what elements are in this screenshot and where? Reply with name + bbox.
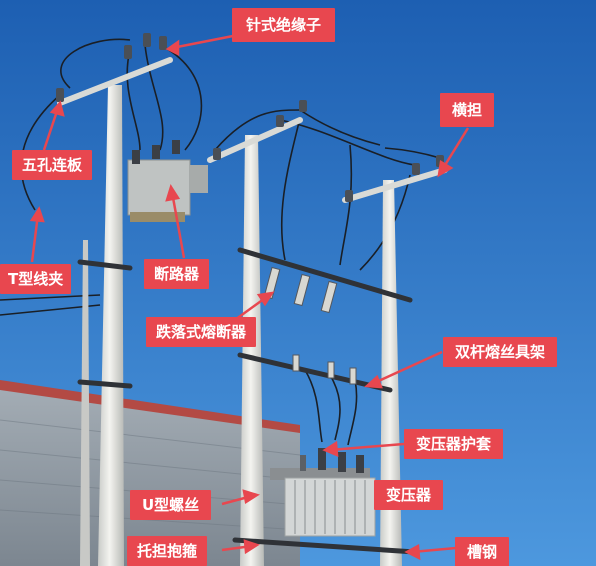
drop-out-fuses (263, 266, 357, 385)
label-double-pole-fuse-rack: 双杆熔丝具架 (443, 337, 558, 367)
label-crossarm-hoop: 托担抱箍 (127, 536, 208, 566)
label-pin-insulator: 针式绝缘子 (232, 8, 336, 42)
label-u-bolt: U型螺丝 (130, 490, 212, 520)
label-five-hole-plate: 五孔连板 (12, 150, 93, 180)
poles (80, 85, 402, 566)
label-t-clamp: T型线夹 (0, 264, 72, 294)
label-transformer: 变压器 (374, 480, 444, 510)
label-crossarm: 横担 (440, 93, 495, 127)
label-transformer-bushing: 变压器护套 (404, 429, 504, 459)
crossarms (57, 57, 448, 203)
fuse-racks (77, 247, 418, 555)
circuit-breaker-device (127, 140, 208, 222)
annotation-arrows (29, 34, 470, 561)
label-channel-steel: 槽钢 (455, 537, 510, 566)
transformer-device (270, 448, 376, 537)
insulators (56, 33, 444, 202)
label-circuit-breaker: 断路器 (144, 259, 210, 289)
label-drop-out-fuse: 跌落式熔断器 (146, 317, 257, 347)
